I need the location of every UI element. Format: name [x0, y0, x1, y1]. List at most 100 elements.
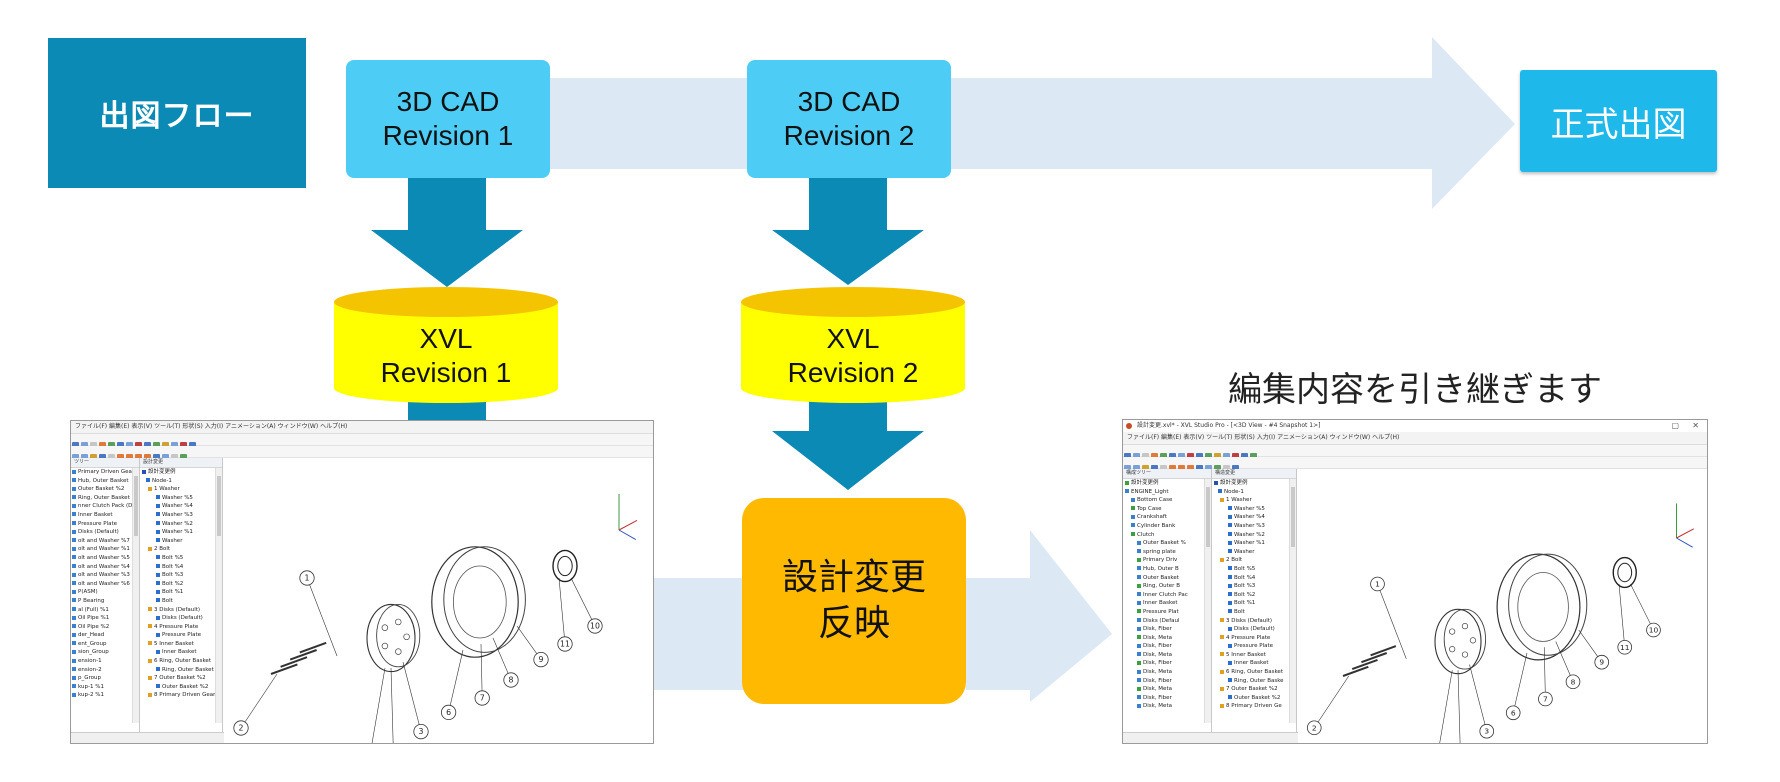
tree-item[interactable]: Bolt %3 — [140, 571, 222, 580]
tree-item[interactable]: Node-1 — [140, 477, 222, 486]
tree-item[interactable]: 3 Disks (Default) — [1212, 617, 1296, 626]
change-scrollbar[interactable] — [1289, 479, 1296, 723]
tree-item[interactable]: Outer Basket %2 — [1212, 694, 1296, 703]
tree-item[interactable]: Disk, Fiber — [1123, 642, 1211, 651]
tree-item[interactable]: Inner Basket — [1123, 599, 1211, 608]
tree-item[interactable]: 2 Bolt — [1212, 556, 1296, 565]
tree-item[interactable]: 2 Bolt — [140, 545, 222, 554]
tree-item[interactable]: Outer Basket % — [1123, 539, 1211, 548]
tree-item[interactable]: Clutch — [1123, 531, 1211, 540]
tree-item[interactable]: Washer %5 — [1212, 505, 1296, 514]
tree-item[interactable]: 7 Outer Basket %2 — [140, 674, 222, 683]
tree-item[interactable]: ension-2 — [71, 666, 139, 675]
tree-item[interactable]: 設計変更例 — [1212, 479, 1296, 488]
tree-item[interactable]: 5 Inner Basket — [1212, 651, 1296, 660]
tree-item[interactable]: Primary Driven Gear — [71, 468, 139, 477]
close-icon[interactable]: ✕ — [1692, 421, 1699, 430]
tree-item[interactable]: Node-1 — [1212, 488, 1296, 497]
tree-item[interactable]: Bolt %5 — [1212, 565, 1296, 574]
tree-item[interactable]: Washer — [140, 537, 222, 546]
tree-item[interactable]: Outer Basket — [1123, 574, 1211, 583]
tree-item[interactable]: nner Clutch Pack (Default) — [71, 502, 139, 511]
toolbar-1[interactable] — [71, 434, 653, 449]
tree-item[interactable]: Disks (Defaul — [1123, 617, 1211, 626]
tree-item[interactable]: olt and Washer %4 — [71, 563, 139, 572]
tree-item[interactable]: ENGINE_Light — [1123, 488, 1211, 497]
tree-item[interactable]: 1 Washer — [1212, 496, 1296, 505]
tree-item[interactable]: Bolt — [1212, 608, 1296, 617]
tree-item[interactable]: Crankshaft — [1123, 513, 1211, 522]
tree-item[interactable]: Disk, Meta — [1123, 651, 1211, 660]
tree-item[interactable]: Disks (Default) — [140, 614, 222, 623]
tree-item[interactable]: Bolt %1 — [1212, 599, 1296, 608]
tree-item[interactable]: Bolt %1 — [140, 588, 222, 597]
tree-item[interactable]: Oil Pipe %1 — [71, 614, 139, 623]
toolbar-2[interactable] — [1123, 457, 1707, 472]
tree-item[interactable]: Washer %5 — [140, 494, 222, 503]
tree-item[interactable]: Bottom Case — [1123, 496, 1211, 505]
tree-item[interactable]: Disks (Default) — [1212, 625, 1296, 634]
tree-item[interactable]: Washer %1 — [140, 528, 222, 537]
tree-item[interactable]: 6 Ring, Outer Basket — [140, 657, 222, 666]
tree-item[interactable]: Washer %1 — [1212, 539, 1296, 548]
tree-item[interactable]: spring plate — [1123, 548, 1211, 557]
tree-item[interactable]: olt and Washer %3 — [71, 571, 139, 580]
tree-item[interactable]: Washer %2 — [1212, 531, 1296, 540]
tree-item[interactable]: Pressure Plate — [140, 631, 222, 640]
tree-item[interactable]: al (Full) %1 — [71, 606, 139, 615]
tree-item[interactable]: Bolt %2 — [1212, 591, 1296, 600]
tree-item[interactable]: kup-2 %1 — [71, 691, 139, 700]
3d-viewport[interactable]: 1234567891011 — [223, 458, 653, 743]
tree-item[interactable]: Ring, Outer Basket — [71, 494, 139, 503]
tree-item[interactable]: p_Group — [71, 674, 139, 683]
tree-item[interactable]: 4 Pressure Plate — [140, 623, 222, 632]
tree-item[interactable]: P(ASM) — [71, 588, 139, 597]
restore-icon[interactable]: ▢ — [1671, 421, 1679, 430]
tree-item[interactable]: Bolt %4 — [140, 563, 222, 572]
tree-item[interactable]: olt and Washer %6 — [71, 580, 139, 589]
tree-item[interactable]: Inner Basket — [71, 511, 139, 520]
tree-item[interactable]: 8 Primary Driven Gear — [140, 691, 222, 700]
tree-item[interactable]: Washer — [1212, 548, 1296, 557]
tree-item[interactable]: 1 Washer — [140, 485, 222, 494]
tree-item[interactable]: Top Case — [1123, 505, 1211, 514]
tree-item[interactable]: Outer Basket %2 — [140, 683, 222, 692]
tree-item[interactable]: 6 Ring, Outer Basket — [1212, 668, 1296, 677]
tree-item[interactable]: ent_Group — [71, 640, 139, 649]
tree-item[interactable]: Washer %4 — [1212, 513, 1296, 522]
toolbar-2[interactable] — [71, 446, 653, 461]
tree-item[interactable]: Inner Basket — [140, 648, 222, 657]
menu-bar[interactable]: ファイル(F) 編集(E) 表示(V) ツール(T) 形状(S) 入力(I) ア… — [71, 421, 653, 434]
tree-item[interactable]: Disks (Default) — [71, 528, 139, 537]
tree-item[interactable]: P Bearing — [71, 597, 139, 606]
tree-item[interactable]: Inner Clutch Pac — [1123, 591, 1211, 600]
tree-item[interactable]: Washer %3 — [140, 511, 222, 520]
tree-scrollbar[interactable] — [132, 468, 139, 723]
tree-item[interactable]: olt and Washer %5 — [71, 554, 139, 563]
tree-item[interactable]: 設計変更例 — [1123, 479, 1211, 488]
tree-item[interactable]: Disk, Fiber — [1123, 659, 1211, 668]
tree-item[interactable]: Bolt %4 — [1212, 574, 1296, 583]
tree-item[interactable]: ension-1 — [71, 657, 139, 666]
tree-item[interactable]: Disk, Meta — [1123, 668, 1211, 677]
tree-item[interactable]: Bolt — [140, 597, 222, 606]
tree-item[interactable]: Inner Basket — [1212, 659, 1296, 668]
tree-item[interactable]: Disk, Fiber — [1123, 677, 1211, 686]
tree-item[interactable]: Primary Driv — [1123, 556, 1211, 565]
tree-item[interactable]: der_Head — [71, 631, 139, 640]
tree-item[interactable]: Disk, Meta — [1123, 634, 1211, 643]
menu-bar[interactable]: ファイル(F) 編集(E) 表示(V) ツール(T) 形状(S) 入力(I) ア… — [1123, 432, 1707, 445]
tree-item[interactable]: 8 Primary Driven Ge — [1212, 702, 1296, 711]
tree-item[interactable]: 7 Outer Basket %2 — [1212, 685, 1296, 694]
tree-item[interactable]: Bolt %2 — [140, 580, 222, 589]
tree-item[interactable]: Pressure Plat — [1123, 608, 1211, 617]
tree-scrollbar[interactable] — [1204, 479, 1211, 723]
tree-item[interactable]: Pressure Plate — [1212, 642, 1296, 651]
